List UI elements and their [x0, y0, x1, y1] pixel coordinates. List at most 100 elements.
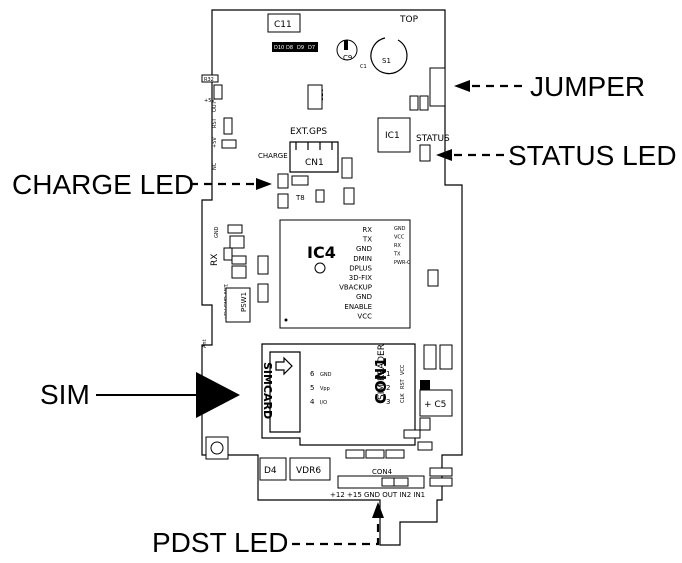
c8-part [223, 117, 233, 135]
jumper-callout: JUMPER [530, 71, 645, 102]
d9-label: D9 [297, 45, 304, 51]
pdst-arrow-line [292, 516, 380, 546]
diode-strip [272, 42, 318, 52]
r4-part [231, 255, 247, 265]
s1-part [370, 37, 408, 75]
vdr2-part [429, 467, 453, 477]
pin-3: 3 [386, 398, 390, 406]
r16-part [381, 477, 395, 487]
r2-part [409, 95, 419, 111]
r16a-part [393, 477, 409, 487]
charge-arrow-icon [256, 178, 272, 190]
c11-label: C11 [274, 20, 292, 30]
k1-part [223, 247, 233, 261]
r43-part [257, 255, 269, 275]
s1-label: S1 [382, 57, 391, 65]
d4-part [259, 457, 287, 481]
led2-part [419, 144, 431, 162]
pin-gnd: GND [320, 372, 332, 378]
sim-callout: SIM [40, 379, 90, 410]
t8-label: T8 [295, 194, 305, 202]
sim-arrow-head [196, 372, 240, 418]
module-pin-label: GND [394, 226, 406, 232]
vdr6-label: VDR6 [296, 466, 321, 476]
c7-part [439, 344, 453, 370]
r37-part [277, 193, 289, 209]
board-outline [201, 9, 463, 546]
ic4-pin-list: RXTXGNDDMINDPLUS3D-FIXVBACKUPGNDENABLEVC… [339, 226, 372, 320]
pin-vcc: VCC [400, 364, 406, 375]
pin-1: 1 [386, 370, 390, 378]
ic4-mark [314, 262, 326, 274]
ic4-pin-label: RX [362, 226, 372, 234]
con4-pins-label: +12 +15 GND OUT IN2 IN1 [330, 491, 425, 499]
c9-pin [344, 40, 348, 50]
pin-io: I/O [320, 400, 327, 406]
r20-part [385, 449, 405, 459]
module-pin-label: VCC [394, 235, 405, 241]
c5-label: + C5 [424, 400, 446, 410]
ext-gps-label: EXT.GPS [290, 127, 327, 137]
pin-2: 2 [386, 384, 390, 392]
status-led-callout: STATUS LED [508, 140, 677, 171]
ant-label: Ant [202, 339, 208, 348]
jumper-arrow-icon [454, 80, 470, 92]
c10-part [307, 84, 323, 110]
r32-part [201, 74, 219, 83]
charge-led-callout: CHARGE LED [12, 169, 194, 200]
out-label: OUT [212, 100, 218, 112]
ic4-pin-label: GND [356, 245, 372, 253]
sim-reader-outline [261, 343, 416, 446]
r5-part [227, 224, 243, 234]
d11-part [420, 380, 430, 390]
pin-vpp: Vpp [320, 386, 330, 392]
r35-part [221, 139, 237, 149]
r42-part [257, 283, 269, 303]
nc-label: NC [212, 162, 218, 170]
jumper-part [429, 67, 446, 107]
ic4-dot [284, 318, 288, 322]
d8-label: D8 [286, 45, 293, 51]
vdr6-part [289, 457, 331, 481]
ic4-pin-label: VBACKUP [339, 284, 372, 292]
ic4-label: IC4 [307, 243, 336, 262]
c6-part [423, 344, 437, 370]
vdr8-part [341, 157, 353, 179]
c9-label: C9 [343, 54, 352, 62]
t2-part [229, 235, 245, 249]
d4-label: D4 [264, 466, 277, 476]
r40-part [315, 189, 325, 203]
module-pin-label: RX [394, 243, 401, 249]
pin-5: 5 [310, 384, 314, 392]
charge-label: CHARGE [258, 152, 288, 160]
r41-part [291, 175, 309, 186]
status-arrow-icon [436, 149, 452, 161]
ic4-pin-label: TX [362, 236, 372, 244]
p5v-label: +5V [212, 137, 218, 148]
c5-part [419, 389, 453, 417]
con4-label: CON4 [372, 468, 393, 476]
cn1-part [289, 141, 339, 173]
ic1-label: IC1 [385, 131, 400, 141]
charge-led-part [277, 173, 289, 189]
ic4-pin-label: DPLUS [349, 264, 372, 272]
sim-arrow-icon [275, 356, 293, 376]
r1-part [419, 95, 429, 111]
pin-clk: CLK [400, 393, 406, 403]
d12-part [343, 187, 355, 205]
pin-4: 4 [310, 398, 315, 406]
psw1-part [225, 287, 251, 323]
ic4-pin-label: GND [356, 293, 372, 301]
pin-6: 6 [310, 370, 315, 378]
module-pin-label: PWR-C [394, 260, 411, 266]
pin-rst: RST [400, 378, 406, 389]
d7-label: D7 [308, 45, 315, 51]
c11-part [267, 13, 301, 33]
ic1-part [377, 117, 411, 153]
c16-part [213, 84, 223, 100]
status-label: STATUS [416, 134, 450, 144]
t1-part [231, 265, 247, 279]
c3-part [345, 449, 365, 459]
ic4-pin-label: ENABLE [344, 303, 372, 311]
